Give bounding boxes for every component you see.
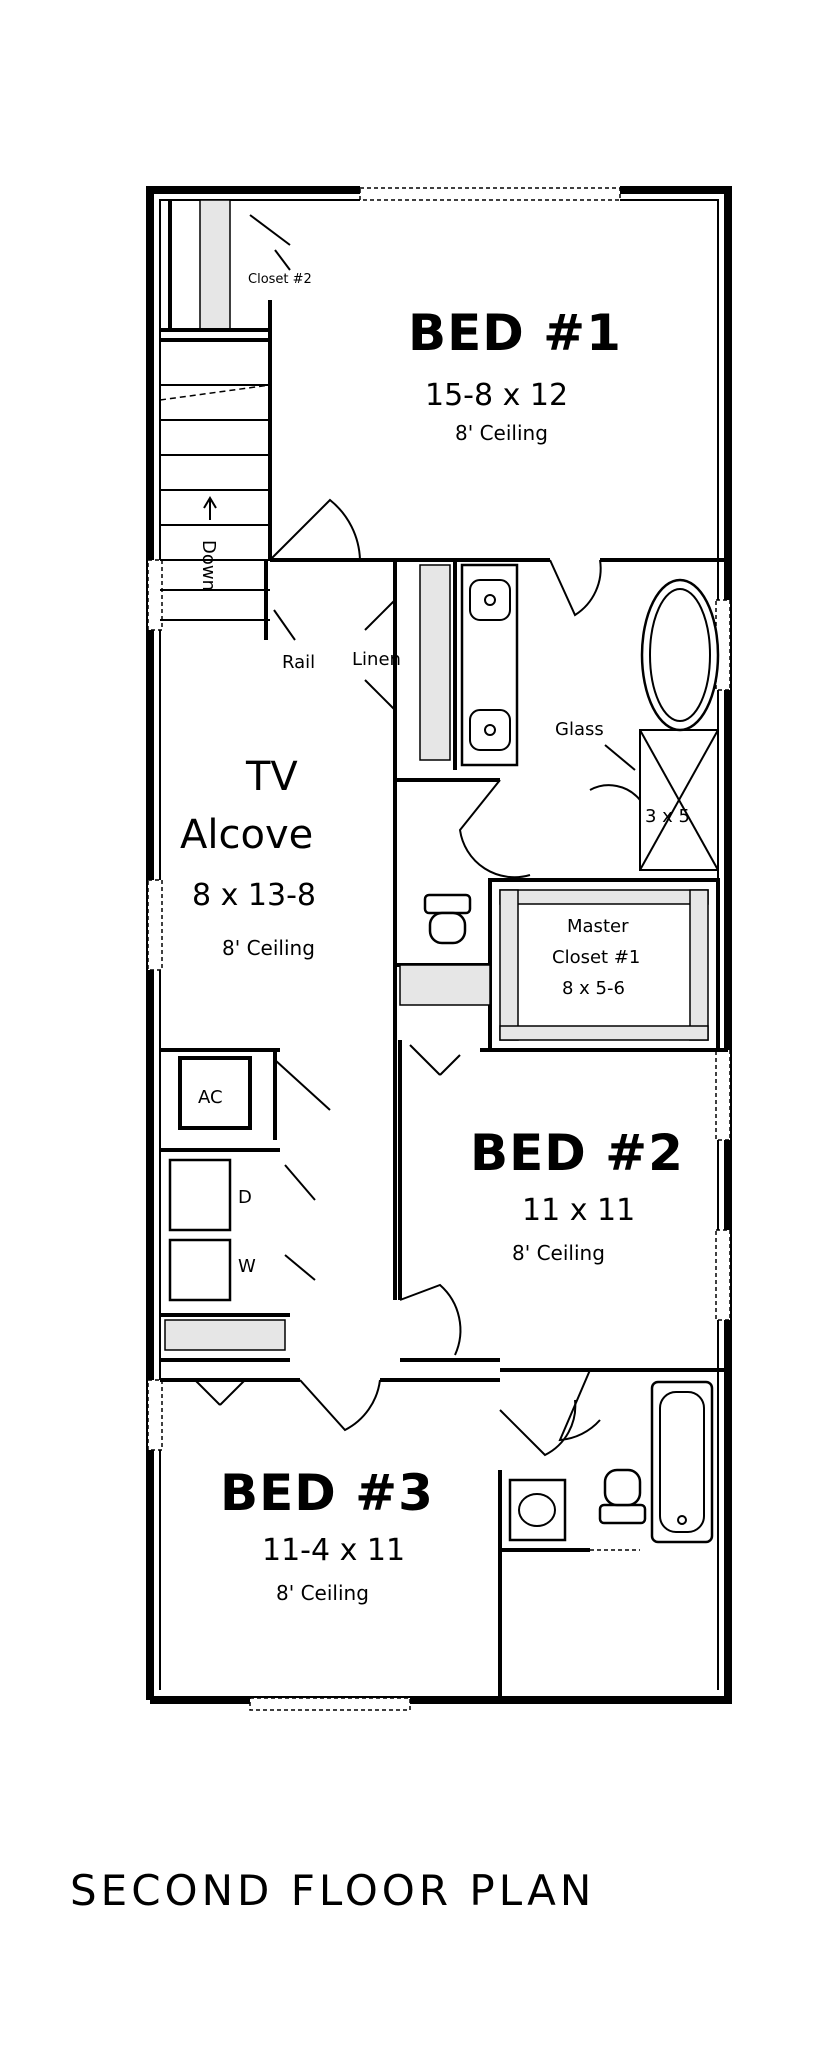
rail-label: Rail <box>282 652 315 673</box>
tv-alcove-line2: Alcove <box>180 812 313 858</box>
exterior-walls <box>146 186 732 1704</box>
closet-2: Closet #2 <box>160 199 312 560</box>
glass-label: Glass <box>555 719 604 740</box>
bed-3-dims: 11-4 x 11 <box>262 1533 405 1568</box>
bed-3: BED #3 11-4 x 11 8' Ceiling <box>160 1378 500 1605</box>
hall-bath <box>498 1368 728 1700</box>
stairs-down-label: Down <box>198 540 219 591</box>
bed-1-name: BED #1 <box>408 304 622 362</box>
master-closet-line2: Closet #1 <box>552 947 640 968</box>
tv-alcove-ceiling: 8' Ceiling <box>222 936 315 960</box>
ac-label: AC <box>198 1087 223 1108</box>
bed-2-ceiling: 8' Ceiling <box>512 1241 605 1265</box>
bed-3-ceiling: 8' Ceiling <box>276 1581 369 1605</box>
bed-2: BED #2 11 x 11 8' Ceiling <box>398 1040 684 1362</box>
bed-1-dims: 15-8 x 12 <box>425 378 568 413</box>
bed-3-name: BED #3 <box>220 1464 434 1522</box>
linen-closet: Linen <box>352 560 457 1300</box>
bed-2-dims: 11 x 11 <box>522 1193 635 1228</box>
master-closet-dims: 8 x 5-6 <box>562 978 625 999</box>
tv-alcove-dims: 8 x 13-8 <box>192 878 316 913</box>
master-bath: Glass 3 x 5 <box>395 578 720 967</box>
shower-size: 3 x 5 <box>645 806 690 827</box>
bed-1-ceiling: 8' Ceiling <box>455 421 548 445</box>
laundry-area: AC D W <box>160 1048 331 1406</box>
windows <box>147 187 731 1711</box>
washer-label: W <box>238 1256 256 1277</box>
master-vanity <box>460 563 519 767</box>
closet-2-label: Closet #2 <box>248 272 312 287</box>
bed-2-name: BED #2 <box>470 1124 684 1182</box>
tv-alcove: TV Alcove 8 x 13-8 8' Ceiling <box>180 754 316 960</box>
plan-title: SECOND FLOOR PLAN <box>70 1866 595 1915</box>
tv-alcove-line1: TV <box>245 754 298 800</box>
master-closet: Master Closet #1 8 x 5-6 <box>480 878 728 1052</box>
linen-label: Linen <box>352 649 401 670</box>
hall-closet <box>399 964 491 1006</box>
stairs[interactable]: Down Rail <box>159 338 315 673</box>
master-closet-line1: Master <box>567 916 629 937</box>
dryer-label: D <box>238 1187 252 1208</box>
bed-1: BED #1 15-8 x 12 8' Ceiling <box>269 304 728 617</box>
